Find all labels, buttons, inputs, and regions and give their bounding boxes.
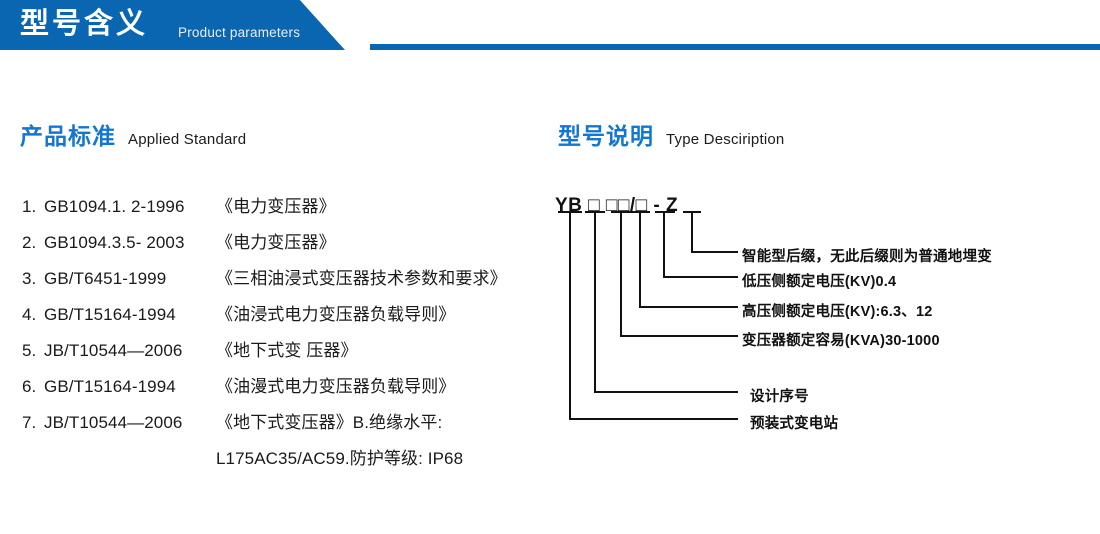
list-item-index: 7. (22, 413, 37, 432)
list-item: 2. GB1094.3.5- 2003 《电力变压器》 (22, 228, 542, 264)
list-item-name: 《地下式变压器》B.绝缘水平: (216, 413, 443, 432)
list-item-name: 《油漫式电力变压器负载导则》 (216, 377, 456, 396)
list-item-code: GB/T6451-1999 (44, 269, 167, 288)
leader-label-lv-voltage: 低压侧额定电压(KV)0.4 (742, 274, 897, 290)
list-item-name: 《电力变压器》 (216, 197, 336, 216)
type-description-heading: 型号说明 Type Desciription (558, 117, 784, 151)
list-item-name: 《电力变压器》 (216, 233, 336, 252)
list-item-name: 《三相油浸式变压器技术参数和要求》 (216, 269, 507, 288)
list-item-index: 4. (22, 305, 37, 324)
standards-list: 1. GB1094.1. 2-1996 《电力变压器》 2. GB1094.3.… (22, 192, 542, 480)
leader-label-capacity: 变压器额定容易(KVA)30-1000 (742, 333, 940, 349)
list-item: 4. GB/T15164-1994 《油浸式电力变压器负载导则》 (22, 300, 542, 336)
list-item-index: 6. (22, 377, 37, 396)
list-item-code: GB/T15164-1994 (44, 377, 176, 396)
list-item: 7. JB/T10544—2006 《地下式变压器》B.绝缘水平: (22, 408, 542, 444)
model-code-string: YB □ □□/□ - Z (555, 195, 679, 216)
applied-standard-heading-cn: 产品标准 (20, 123, 116, 149)
model-code-leader-diagram (545, 190, 1090, 440)
list-item-code: GB1094.1. 2-1996 (44, 197, 185, 216)
page-title: 型号含义 (20, 8, 149, 40)
list-item-index: 2. (22, 233, 37, 252)
type-description-heading-cn: 型号说明 (558, 123, 654, 149)
leader-line-substation (569, 212, 738, 420)
list-item-code: GB1094.3.5- 2003 (44, 233, 185, 252)
list-item: 5. JB/T10544—2006 《地下式变 压器》 (22, 336, 542, 372)
leader-label-design-serial: 设计序号 (750, 389, 809, 405)
leader-label-suffix: 智能型后缀，无此后缀则为普通地埋变 (742, 249, 992, 265)
page-header-banner: 型号含义 Product parameters (0, 0, 1100, 58)
page-subtitle: Product parameters (178, 25, 301, 40)
leader-line-hv-voltage (639, 212, 738, 308)
list-item-name: 《地下式变 压器》 (216, 341, 358, 360)
list-item-index: 3. (22, 269, 37, 288)
leader-line-suffix (691, 212, 738, 253)
list-item-code: GB/T15164-1994 (44, 305, 176, 324)
leader-line-lv-voltage (663, 212, 738, 278)
list-item-continuation: L175AC35/AC59.防护等级: IP68 (22, 444, 542, 480)
list-item-index: 1. (22, 197, 37, 216)
leader-line-design-serial (594, 212, 738, 393)
list-item: 3. GB/T6451-1999 《三相油浸式变压器技术参数和要求》 (22, 264, 542, 300)
header-angled-block (0, 0, 345, 50)
list-item: 6. GB/T15164-1994 《油漫式电力变压器负载导则》 (22, 372, 542, 408)
leader-label-substation: 预装式变电站 (750, 416, 839, 432)
list-item-code: JB/T10544—2006 (44, 341, 183, 360)
applied-standard-heading-en: Applied Standard (128, 131, 247, 148)
list-item: 1. GB1094.1. 2-1996 《电力变压器》 (22, 192, 542, 228)
leader-line-capacity (620, 212, 738, 337)
applied-standard-heading: 产品标准 Applied Standard (20, 117, 246, 151)
list-item-name: L175AC35/AC59.防护等级: IP68 (216, 449, 464, 468)
type-description-heading-en: Type Desciription (666, 131, 785, 148)
list-item-name: 《油浸式电力变压器负载导则》 (216, 305, 456, 324)
leader-lines-svg (558, 211, 738, 420)
leader-label-hv-voltage: 高压侧额定电压(KV):6.3、12 (742, 304, 933, 320)
list-item-code: JB/T10544—2006 (44, 413, 183, 432)
list-item-index: 5. (22, 341, 37, 360)
header-rule (0, 44, 1100, 50)
